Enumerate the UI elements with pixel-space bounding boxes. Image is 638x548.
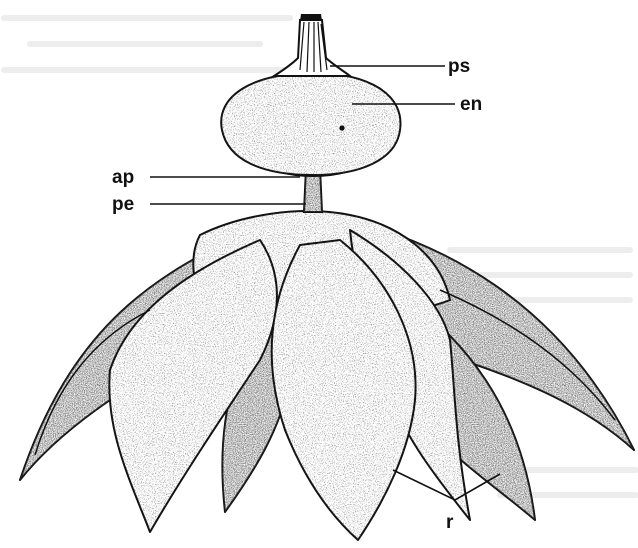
peristome-tip bbox=[300, 14, 322, 21]
label-r: r bbox=[446, 512, 454, 533]
label-ps: ps bbox=[448, 56, 470, 77]
label-pe: pe bbox=[112, 194, 134, 215]
label-ap: ap bbox=[112, 167, 134, 188]
endoperidium-spot bbox=[339, 125, 344, 130]
endoperidium-shade bbox=[221, 73, 400, 175]
label-en: en bbox=[460, 94, 482, 115]
peristome bbox=[274, 20, 350, 76]
